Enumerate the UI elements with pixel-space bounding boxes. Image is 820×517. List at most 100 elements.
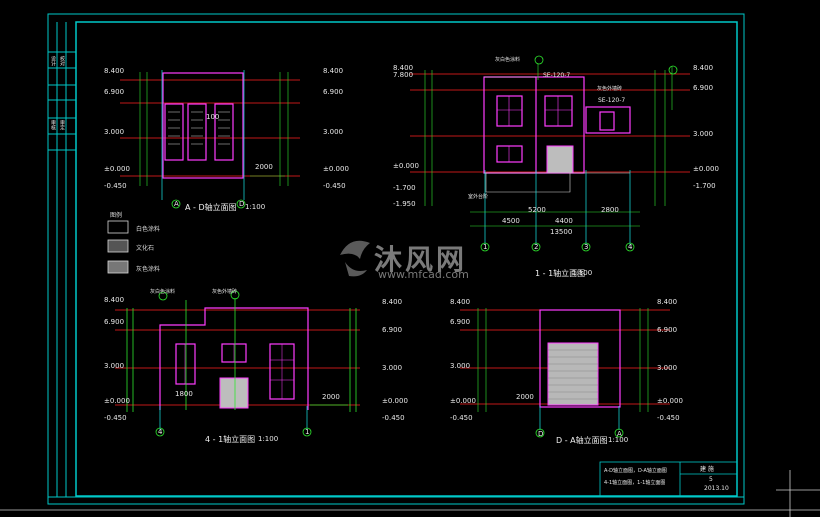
elev-label: 3.000: [450, 362, 471, 370]
elev-label: 3.000: [382, 364, 403, 372]
elev-label: ±0.000: [450, 397, 476, 405]
axis-label-d: D: [538, 430, 544, 438]
elev-label: ±0.000: [323, 165, 349, 173]
elev-label: 8.400: [323, 67, 344, 75]
legend-item: 文化石: [136, 245, 155, 252]
drawing-frame: [47, 13, 745, 505]
elev-label: 8.400: [657, 298, 678, 306]
note-label: 灰色外墙砖: [597, 86, 623, 92]
strip-approve: 审定: [59, 120, 65, 130]
title-block-line2: 4-1轴立面图，1-1轴立面图: [604, 480, 666, 486]
watermark-logo: [340, 240, 370, 277]
elev-label: 8.400: [104, 67, 125, 75]
strip-check: 校对: [59, 56, 65, 66]
elev-label: 6.900: [693, 84, 714, 92]
dim-label: 4400: [555, 217, 573, 225]
watermark-url: www.mfcad.com: [378, 268, 469, 281]
title-a-d-scale: 1:100: [245, 203, 266, 211]
legend-head: 图例: [110, 212, 123, 219]
title-1-1: 1 - 1轴立面图: [535, 269, 586, 278]
title-block-drawing-label: 建 施: [700, 466, 714, 473]
note-label: 灰色外墙砖: [212, 289, 238, 295]
elev-label: ±0.000: [393, 162, 419, 170]
title-block: [599, 461, 738, 497]
elevation-4-1: [115, 290, 360, 437]
elev-label: ±0.000: [104, 397, 130, 405]
elev-label: -0.450: [323, 182, 346, 190]
title-block-date: 2013.10: [704, 485, 729, 492]
dim-label: 4500: [502, 217, 520, 225]
note-label: 灰白色涂料: [150, 289, 176, 295]
elev-label: -0.450: [657, 414, 680, 422]
legend-item: 灰色涂料: [136, 266, 161, 273]
elev-label: -0.450: [450, 414, 473, 422]
dim-label: 2000: [255, 163, 273, 171]
elev-label: 6.900: [104, 318, 125, 326]
elev-label: ±0.000: [104, 165, 130, 173]
dim-label: 1800: [175, 390, 193, 398]
elev-label: -0.450: [104, 414, 127, 422]
elev-label: 3.000: [693, 130, 714, 138]
elevation-1-1: [410, 55, 690, 252]
elev-label: 3.000: [323, 128, 344, 136]
title-4-1: 4 - 1轴立面图: [205, 435, 256, 444]
strip-design: 设计: [50, 56, 56, 66]
watermark-text: 沐风网: [374, 243, 468, 276]
axis-label-a: A: [174, 200, 179, 208]
legend-swatches: [107, 220, 129, 274]
elev-label: ±0.000: [657, 397, 683, 405]
elev-label: 3.000: [657, 364, 678, 372]
elev-label: 3.000: [104, 362, 125, 370]
note-label: SE-120-7: [598, 97, 626, 104]
axis-label-4: 4: [628, 243, 633, 251]
elevation-d-a: [460, 308, 670, 438]
title-1-1-scale: 1:100: [572, 269, 593, 277]
title-d-a: D - A轴立面图: [556, 436, 608, 445]
elev-label: -0.450: [382, 414, 405, 422]
elevation-a-d: [120, 70, 300, 209]
elev-label: 6.900: [382, 326, 403, 334]
dim-label: 13500: [550, 228, 573, 236]
axis-label-1: 1: [483, 243, 488, 251]
elev-label: 8.400: [382, 298, 403, 306]
elev-label: 7.800: [393, 71, 414, 79]
elev-label: -0.450: [104, 182, 127, 190]
axis-label-3: 3: [584, 243, 589, 251]
elev-label: -1.950: [393, 200, 416, 208]
elev-label: 8.400: [393, 64, 414, 72]
legend-item: 白色涂料: [136, 226, 161, 233]
elev-label: ±0.000: [382, 397, 408, 405]
note-label: 灰白色涂料: [495, 57, 521, 63]
dim-label: 2000: [322, 393, 340, 401]
note-label: SE-120-7: [543, 72, 571, 79]
axis-label-d: D: [239, 200, 245, 208]
elev-label: 6.900: [104, 88, 125, 96]
axis-label-2: 2: [534, 243, 539, 251]
title-d-a-scale: 1:100: [608, 436, 629, 444]
title-a-d: A - D轴立面图: [185, 203, 237, 212]
title-block-sheet-no: 5: [709, 476, 713, 483]
elev-label: 3.000: [104, 128, 125, 136]
axis-label-a: A: [617, 430, 622, 438]
axis-label-1: 1: [305, 428, 310, 436]
dim-label: 5200: [528, 206, 546, 214]
dim-label: 2000: [516, 393, 534, 401]
elev-label: 8.400: [104, 296, 125, 304]
title-block-line1: A-D轴立面图，D-A轴立面图: [604, 468, 667, 474]
elev-label: 8.400: [450, 298, 471, 306]
elev-label: -1.700: [693, 182, 716, 190]
dim-label: 100: [206, 113, 220, 121]
axis-label-4: 4: [158, 428, 163, 436]
elev-label: 6.900: [657, 326, 678, 334]
title-4-1-scale: 1:100: [258, 435, 279, 443]
elev-label: 6.900: [323, 88, 344, 96]
elev-label: -1.700: [393, 184, 416, 192]
strip-review: 审核: [50, 120, 56, 130]
elev-label: 6.900: [450, 318, 471, 326]
dim-label: 2800: [601, 206, 619, 214]
elev-label: ±0.000: [693, 165, 719, 173]
elev-label: 8.400: [693, 64, 714, 72]
edge-lines: [0, 470, 820, 517]
note-label: 室外台阶: [468, 194, 489, 200]
